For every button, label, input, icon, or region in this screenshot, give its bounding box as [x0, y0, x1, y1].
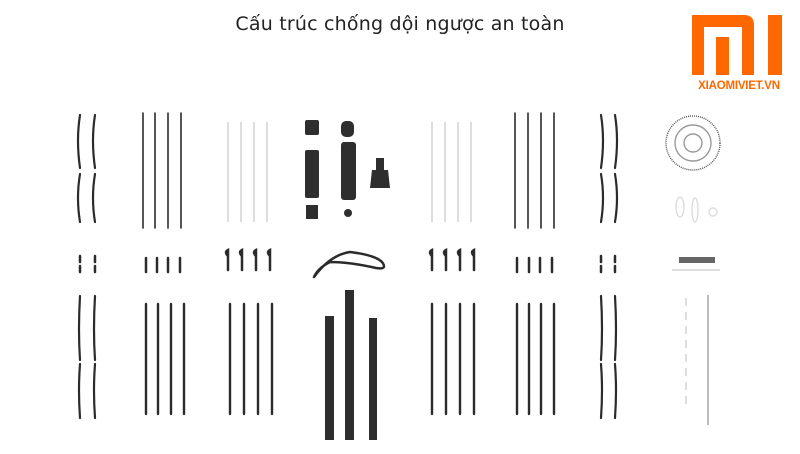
page-title: Cấu trúc chống dội ngược an toàn — [235, 13, 565, 35]
brand-text: XIAOMIVIET.VN — [698, 80, 780, 92]
curved-ribs-left — [76, 113, 97, 420]
spring — [665, 115, 721, 171]
mi-logo-icon — [692, 15, 782, 75]
brand-logo: XIAOMIVIET.VN — [688, 15, 790, 95]
